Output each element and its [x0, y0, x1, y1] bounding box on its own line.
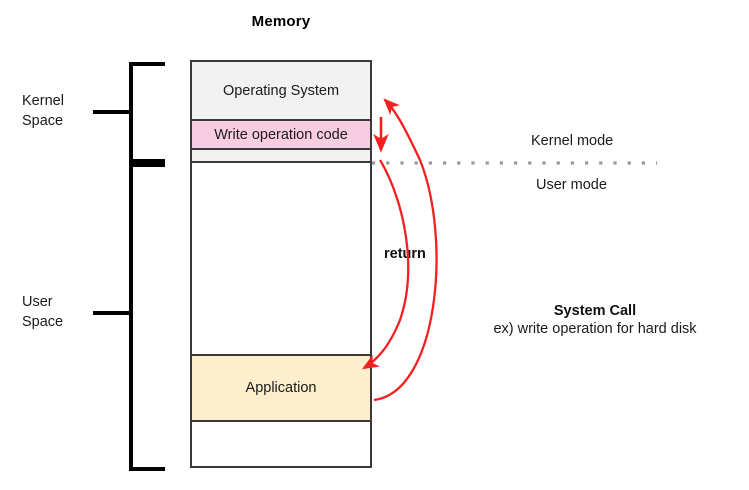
memory-segment-label: Operating System [222, 82, 340, 99]
kernel-space-label-line2: Space [22, 113, 64, 129]
memory-column: Operating System Write operation code Ap… [190, 60, 372, 468]
system-call-title: System Call [553, 303, 637, 319]
user-space-label: User Space [22, 292, 92, 332]
memory-segment-operating-system: Operating System [192, 62, 370, 121]
memory-segment-gray-strip [192, 150, 370, 163]
memory-segment-free-space [192, 163, 370, 356]
page-title: Memory [251, 13, 311, 30]
system-call-subtitle: ex) write operation for hard disk [493, 321, 697, 337]
memory-segment-application: Application [192, 356, 370, 422]
system-call-caption: System Call ex) write operation for hard… [455, 303, 735, 337]
memory-segment-write-operation-code: Write operation code [192, 121, 370, 150]
kernel-space-brace-tick [93, 110, 131, 114]
kernel-space-label-line1: Kernel [22, 93, 64, 109]
kernel-mode-label: Kernel mode [531, 133, 614, 149]
return-label: return [384, 246, 426, 262]
user-space-label-line2: Space [22, 314, 64, 330]
user-space-brace [129, 163, 165, 471]
kernel-space-label: Kernel Space [22, 91, 92, 131]
kernel-space-brace [129, 62, 165, 163]
memory-segment-tail-space [192, 422, 370, 466]
user-space-brace-tick [93, 311, 131, 315]
memory-segment-label: Application [245, 380, 317, 396]
memory-segment-label: Write operation code [214, 126, 348, 143]
user-space-label-line1: User [22, 294, 53, 310]
user-mode-label: User mode [536, 177, 607, 193]
